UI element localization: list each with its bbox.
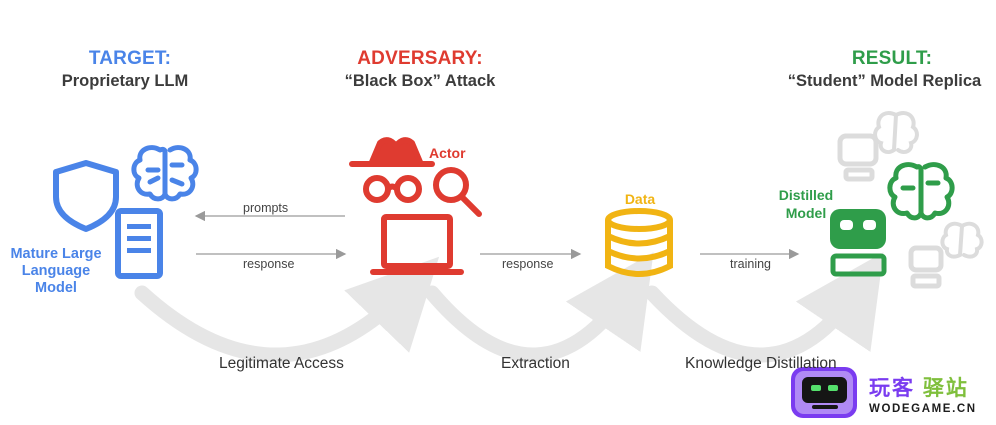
arrow-label-response-mid: response (502, 257, 554, 271)
brain-icon (131, 145, 199, 202)
target-model-label: Mature Large Language Model (10, 246, 102, 296)
arrow-label-prompts: prompts (243, 201, 289, 215)
arc-extraction (424, 252, 654, 363)
adversary-heading: ADVERSARY: (357, 48, 483, 69)
target-subheading: Proprietary LLM (61, 72, 189, 90)
watermark-logo-icon (791, 367, 857, 418)
shield-icon (53, 160, 119, 232)
spy-icon (349, 137, 435, 203)
arc-knowledge-distillation (644, 252, 884, 363)
distilled-model-label: Distilled Model (778, 187, 834, 221)
stage-extraction: Extraction (501, 355, 570, 372)
stage-knowledge-distillation: Knowledge Distillation (685, 355, 837, 372)
result-heading: RESULT: (851, 48, 933, 69)
brain-icon-green (887, 162, 955, 221)
actor-label: Actor (429, 145, 466, 161)
faint-robot-bottom (908, 245, 944, 289)
watermark-en: WODEGAME.CN (869, 403, 977, 415)
document-icon (115, 208, 163, 279)
target-heading: TARGET: (88, 48, 172, 69)
database-icon (605, 208, 673, 277)
faint-robot-top (837, 133, 879, 182)
watermark-cn-a: 玩客 (869, 377, 915, 400)
watermark-cn: 玩客 驿站 (869, 372, 969, 402)
watermark-cn-b: 驿站 (922, 377, 969, 400)
result-subheading: “Student” Model Replica (787, 72, 982, 90)
laptop-icon (370, 214, 464, 275)
data-label: Data (624, 191, 656, 207)
arrow-label-training: training (730, 257, 771, 271)
robot-icon-green (830, 209, 887, 277)
stage-legitimate-access: Legitimate Access (219, 355, 344, 372)
faint-brain-top (873, 111, 919, 154)
magnifier-icon (433, 167, 482, 217)
arc-legitimate-access (134, 256, 440, 363)
adversary-subheading: “Black Box” Attack (344, 72, 496, 90)
arrow-label-response-left: response (243, 257, 295, 271)
faint-brain-right (940, 221, 984, 259)
